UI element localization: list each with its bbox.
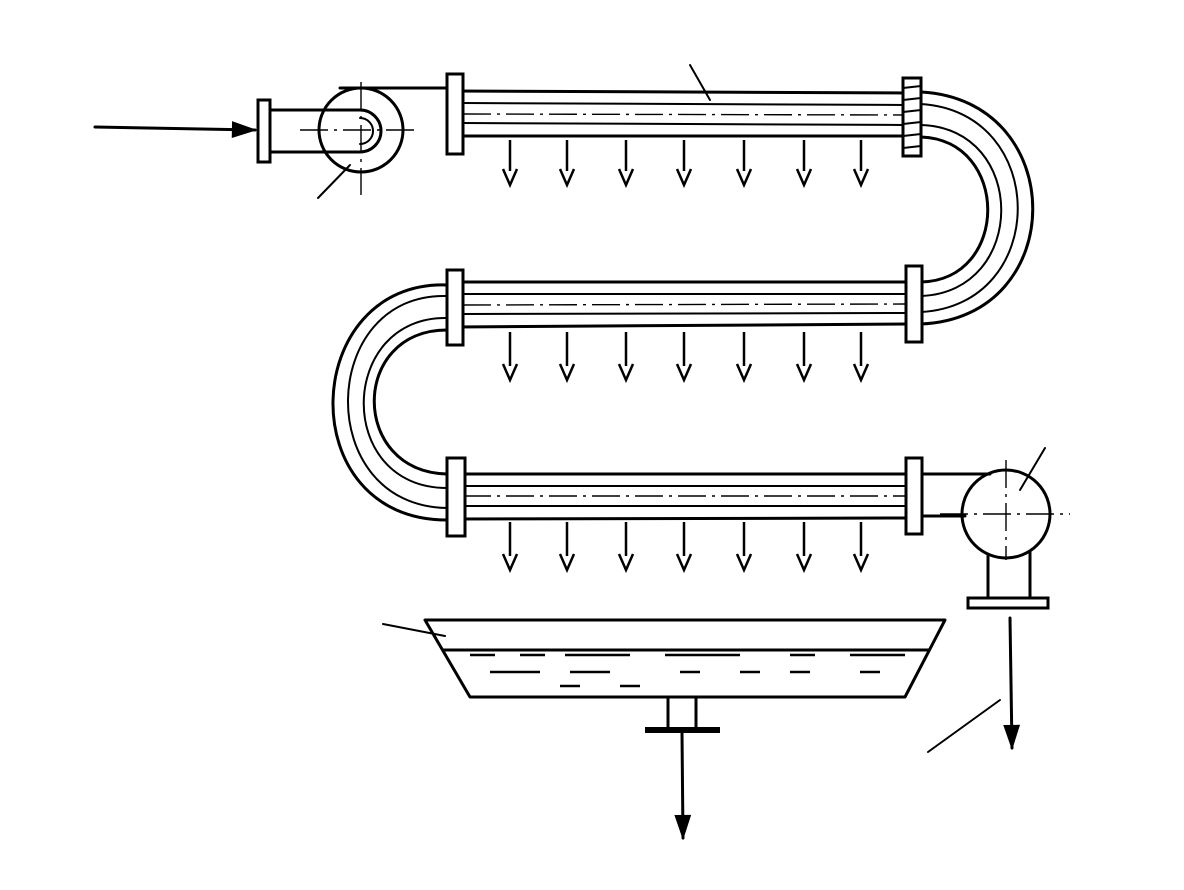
drop-arrow-head [501, 553, 519, 574]
drop-arrow-head [675, 363, 693, 384]
drop-arrow-head [795, 553, 813, 574]
drop-arrow-head [852, 363, 870, 384]
drop-arrow-head [558, 168, 576, 189]
drop-arrow-head [795, 168, 813, 189]
leader-line-tray [382, 623, 446, 637]
drop-arrow-head [617, 553, 635, 574]
flange [445, 456, 467, 538]
drop-arrow-head [735, 363, 753, 384]
outlet-elbow [940, 460, 1070, 610]
leader-line-inlet-elbow [317, 164, 351, 199]
flange [445, 72, 465, 156]
drop-arrow-head [735, 168, 753, 189]
inlet-pipe [256, 98, 362, 164]
flange [445, 268, 465, 347]
u-bend-right [919, 90, 1035, 326]
flange [904, 456, 924, 536]
drop-arrow-head [558, 553, 576, 574]
outlet-arrow [1003, 616, 1021, 751]
flange-hatched [901, 76, 923, 158]
drop-arrow-head [675, 168, 693, 189]
drop-arrows [501, 140, 870, 574]
pipe-row-top [445, 72, 923, 158]
drop-arrow-head [852, 553, 870, 574]
drop-arrow-head [501, 168, 519, 189]
pipe-row-middle [445, 264, 924, 347]
inlet-arrow [93, 121, 258, 138]
drop-arrow-head [852, 168, 870, 189]
pipe-row-bottom [445, 456, 992, 538]
leader-line-outlet-elbow [1019, 447, 1046, 491]
drop-arrow-head [675, 553, 693, 574]
u-bend-left [331, 283, 449, 522]
inlet-elbow [300, 82, 452, 195]
drop-arrow-head [558, 363, 576, 384]
drop-arrow-head [735, 553, 753, 574]
leader-line-outlet [927, 699, 1001, 753]
flange [904, 264, 924, 344]
drain-arrow [674, 731, 692, 841]
drop-arrow-head [795, 363, 813, 384]
outlet-flange [966, 596, 1050, 610]
water-surface [470, 653, 905, 688]
drop-arrow-head [501, 363, 519, 384]
drop-arrow-head [617, 168, 635, 189]
leader-line-top-pipe [689, 64, 711, 101]
collecting-tray [423, 618, 947, 733]
drop-arrow-head [617, 363, 635, 384]
